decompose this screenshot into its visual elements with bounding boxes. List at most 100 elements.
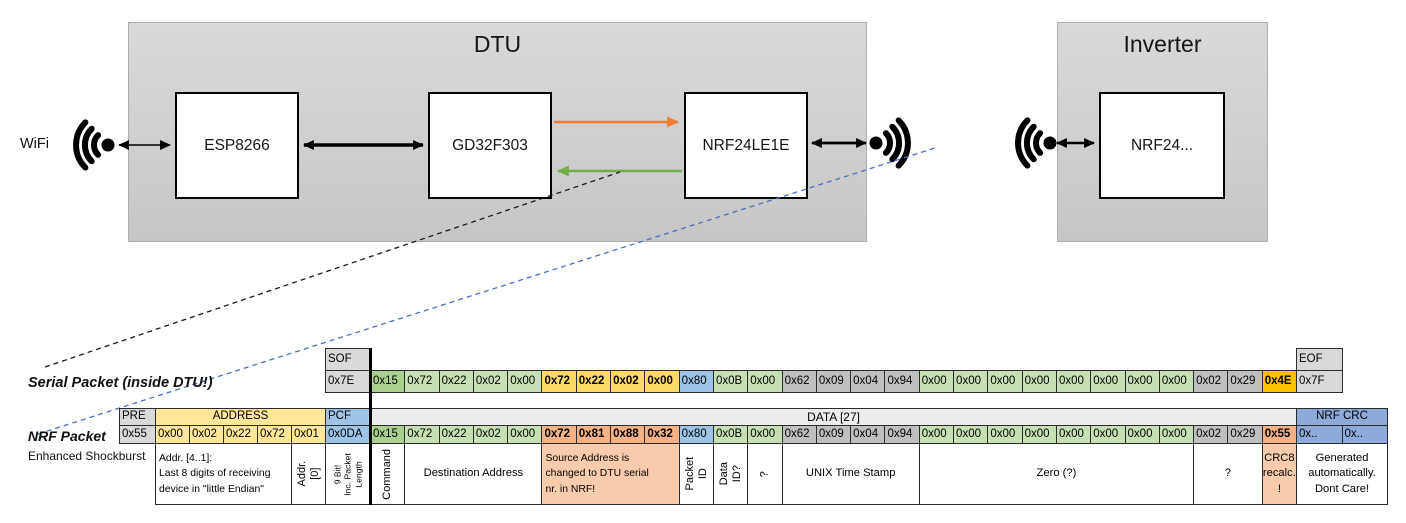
wifi-icon (1015, 117, 1057, 169)
byte-cell: 0x62 (782, 426, 817, 444)
byte-cell: 0x04 (851, 371, 886, 393)
byte-cell: 0x00 (1056, 426, 1092, 444)
annotation-cell: Destination Address (405, 444, 543, 505)
byte-cell: 0x.. (1297, 426, 1343, 444)
byte-cell: 0x00 (508, 371, 543, 393)
byte-cell: 0x62 (782, 371, 817, 393)
byte-cell: 0x00 (919, 426, 955, 444)
byte-cell: 0x00 (1056, 371, 1092, 393)
data-header: DATA [27] (371, 409, 1298, 426)
serial-sof-block: SOF 0x7E (325, 348, 371, 393)
annotation-row: Addr. [4..1]: Last 8 digits of receiving… (155, 443, 1389, 505)
serial-packet-label: Serial Packet (inside DTU!) (28, 375, 213, 391)
annotation-cell: 9 Bit! Inc. Packet Length (326, 444, 371, 505)
byte-cell: 0x00 (1125, 371, 1160, 393)
sof-header: SOF (326, 349, 371, 371)
byte-cell: 0x94 (885, 371, 920, 393)
annotation-cell: CRC8 recalc. ! (1262, 444, 1298, 505)
byte-cell: 0x00 (1091, 371, 1126, 393)
annotation-cell: Packet ID (679, 444, 714, 505)
byte-cell: 0x72 (405, 426, 440, 444)
esp8266-box: ESP8266 (175, 92, 299, 199)
wifi-icon (869, 117, 911, 169)
byte-cell: 0x00 (645, 371, 680, 393)
byte-cell: 0x00 (988, 371, 1023, 393)
byte-cell: 0x00 (1091, 426, 1126, 444)
byte-cell: 0x29 (1228, 426, 1263, 444)
byte-cell: 0x94 (885, 426, 920, 444)
nrf-data-header-block: DATA [27] (370, 408, 1298, 426)
byte-cell: 0x09 (816, 371, 852, 393)
byte-cell: 0x00 (1125, 426, 1160, 444)
byte-cell: 0x55 (1262, 426, 1298, 444)
byte-cell: 0x01 (292, 426, 326, 444)
byte-cell: 0x00 (954, 371, 989, 393)
byte-cell: 0x.. (1342, 426, 1388, 444)
nrf-packet-label: NRF Packet (28, 428, 106, 444)
byte-cell: 0x00 (748, 426, 783, 444)
byte-cell: 0x02 (1194, 426, 1229, 444)
byte-cell: 0x72 (542, 426, 577, 444)
pcf-header: PCF (326, 409, 371, 426)
address-header: ADDRESS (156, 409, 326, 426)
annotation-cell: ? (1194, 444, 1263, 505)
annotation-cell: Zero (?) (919, 444, 1195, 505)
byte-cell: 0x0B (713, 371, 749, 393)
inverter-nrf24-box: NRF24... (1099, 92, 1225, 199)
nrf-pre-block: PRE 0x55 (119, 408, 156, 444)
byte-cell: 0x72 (258, 426, 292, 444)
byte-cell: 0x32 (645, 426, 680, 444)
byte-cell: 0x00 (919, 371, 955, 393)
byte-cell: 0x15 (371, 426, 406, 444)
byte-cell: 0x09 (816, 426, 852, 444)
byte-cell: 0x04 (851, 426, 886, 444)
pre-header: PRE (120, 409, 156, 426)
byte-cell: 0x80 (679, 371, 714, 393)
pre-value: 0x55 (120, 426, 156, 444)
annotation-cell: UNIX Time Stamp (782, 444, 920, 505)
byte-cell: 0x00 (748, 371, 783, 393)
annotation-cell: Addr. [4..1]: Last 8 digits of receiving… (156, 444, 292, 505)
annotation-cell: Data ID? (713, 444, 749, 505)
wifi-label: WiFi (20, 136, 49, 152)
byte-cell: 0x00 (508, 426, 543, 444)
byte-cell: 0x88 (611, 426, 646, 444)
enhanced-shockburst-label: Enhanced Shockburst (28, 449, 146, 463)
sof-value: 0x7E (326, 371, 371, 393)
gd32f303-box: GD32F303 (428, 92, 552, 199)
serial-eof-block: EOF 0x7F (1296, 348, 1343, 393)
byte-cell: 0x02 (1194, 371, 1229, 393)
annotation-cell: ? (748, 444, 783, 505)
annotation-cell: Command (371, 444, 406, 505)
byte-cell: 0x00 (156, 426, 190, 444)
byte-cell: 0x00 (988, 426, 1023, 444)
byte-cell: 0x22 (439, 426, 474, 444)
nrf-pcf-block: PCF 0x0DA (325, 408, 371, 444)
nrf24le1e-box: NRF24LE1E (684, 92, 808, 199)
inverter-title: Inverter (1123, 31, 1202, 57)
byte-cell: 0x72 (542, 371, 577, 393)
byte-cell: 0x15 (371, 371, 406, 393)
byte-cell: 0x22 (576, 371, 612, 393)
dtu-title: DTU (473, 31, 522, 57)
byte-cell: 0x00 (1022, 426, 1057, 444)
byte-cell: 0x72 (405, 371, 440, 393)
wifi-icon (73, 119, 115, 171)
nrf-crc-block: NRF CRC 0x..0x.. (1296, 408, 1388, 444)
byte-cell: 0x81 (576, 426, 612, 444)
byte-cell: 0x0B (713, 426, 749, 444)
annotation-cell: Addr.[0] (292, 444, 326, 505)
byte-cell: 0x02 (473, 426, 509, 444)
eof-value: 0x7F (1297, 371, 1343, 393)
byte-cell: 0x22 (224, 426, 258, 444)
byte-cell: 0x29 (1228, 371, 1263, 393)
byte-cell: 0x22 (439, 371, 474, 393)
byte-cell: 0x4E (1262, 371, 1298, 393)
eof-header: EOF (1297, 349, 1343, 371)
annotation-cell: Generated automatically. Dont Care! (1297, 444, 1389, 505)
byte-cell: 0x00 (1022, 371, 1057, 393)
